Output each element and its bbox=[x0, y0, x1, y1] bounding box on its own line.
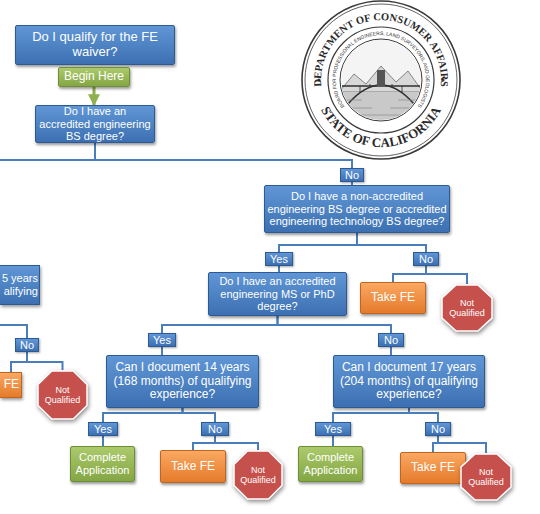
node-text: Not Qualified bbox=[235, 465, 281, 486]
seal-text: STATE OF CALIFORNIA bbox=[318, 103, 444, 150]
connector bbox=[438, 436, 486, 453]
stop-octagon: Not Qualified bbox=[233, 450, 283, 500]
node-text: Can I document 17 years (204 months) of … bbox=[336, 361, 482, 402]
seal-ring bbox=[302, 1, 460, 159]
action-box: Take FE bbox=[360, 282, 426, 314]
node-text: Do I have a non-accredited engineering B… bbox=[267, 190, 447, 228]
node-text: Not Qualified bbox=[462, 467, 510, 488]
decision-box: 5 years alifying bbox=[0, 265, 40, 305]
decision-box: Do I have an accredited engineering BS d… bbox=[35, 105, 155, 143]
answer-tag: Yes bbox=[265, 252, 293, 266]
answer-tag: No bbox=[340, 168, 364, 182]
answer-tag: No bbox=[425, 422, 451, 436]
node-text: Take FE bbox=[371, 291, 415, 305]
connector bbox=[183, 408, 216, 422]
node-text: No bbox=[419, 254, 433, 265]
connector bbox=[27, 352, 63, 370]
connector bbox=[193, 436, 215, 450]
node-text: Take FE bbox=[411, 461, 455, 475]
seal-ring bbox=[328, 27, 434, 133]
octagon-outline bbox=[38, 371, 87, 419]
seal-ring bbox=[305, 4, 457, 156]
node-text: Yes bbox=[324, 424, 342, 435]
stop-octagon: Not Qualified bbox=[441, 284, 493, 332]
node-text: No bbox=[20, 340, 34, 351]
connector bbox=[426, 266, 467, 284]
connector bbox=[333, 408, 409, 422]
decision-box: Do I qualify for the FE waiver? bbox=[15, 25, 175, 65]
decision-box: Do I have an accredited engineering MS o… bbox=[208, 272, 347, 316]
node-text: Take FE bbox=[171, 460, 215, 474]
connector bbox=[95, 143, 352, 168]
node-text: No bbox=[345, 170, 359, 181]
connector bbox=[11, 352, 27, 372]
node-text: No bbox=[384, 335, 398, 346]
node-text: Complete Application bbox=[301, 451, 360, 476]
node-text: Not Qualified bbox=[39, 385, 86, 406]
seal-text: BOARD FOR PROFESSIONAL ENGINEERS, LAND S… bbox=[331, 30, 431, 110]
seal-ring bbox=[340, 39, 422, 121]
node-text: 5 years alifying bbox=[0, 272, 38, 297]
decision-box: Do I have a non-accredited engineering B… bbox=[264, 185, 450, 233]
node-text: Begin Here bbox=[64, 70, 124, 84]
octagon-outline bbox=[234, 451, 282, 499]
connector bbox=[93, 87, 96, 105]
answer-tag: Yes bbox=[315, 422, 351, 436]
connector bbox=[162, 316, 278, 333]
water bbox=[339, 92, 423, 122]
node-text: Yes bbox=[270, 254, 288, 265]
node-text: No bbox=[208, 424, 222, 435]
connector bbox=[393, 266, 426, 282]
seal-text-path: STATE OF CALIFORNIA bbox=[318, 103, 444, 150]
node-text: Do I have an accredited engineering BS d… bbox=[38, 105, 152, 143]
stop-octagon: Not Qualified bbox=[460, 453, 512, 501]
answer-tag: Yes bbox=[88, 422, 118, 436]
connector bbox=[103, 408, 183, 422]
answer-tag: No bbox=[201, 422, 229, 436]
connector bbox=[409, 408, 438, 422]
connector bbox=[215, 436, 258, 450]
node-text: Yes bbox=[153, 335, 171, 346]
action-box: Take FE bbox=[400, 452, 466, 484]
node-text: Can I document 14 years (168 months) of … bbox=[109, 361, 256, 402]
answer-tag: No bbox=[15, 338, 39, 352]
stop-octagon: Not Qualified bbox=[37, 370, 88, 420]
dam-tower bbox=[377, 70, 385, 86]
answer-tag: Yes bbox=[148, 333, 176, 347]
action-box: Begin Here bbox=[58, 67, 130, 87]
answer-tag: No bbox=[378, 333, 404, 347]
decision-box: Can I document 17 years (204 months) of … bbox=[333, 355, 485, 408]
answer-tag: No bbox=[413, 252, 439, 266]
octagon-outline bbox=[442, 285, 492, 331]
decision-box: Can I document 14 years (168 months) of … bbox=[106, 355, 259, 408]
bridge-arch bbox=[348, 85, 414, 104]
node-text: Yes bbox=[94, 424, 112, 435]
seal-picture bbox=[339, 40, 423, 122]
action-box: Take FE bbox=[160, 450, 226, 483]
node-text: No bbox=[431, 424, 445, 435]
connector bbox=[161, 347, 163, 355]
connector-line bbox=[0, 159, 95, 161]
node-text: Do I qualify for the FE waiver? bbox=[18, 30, 172, 60]
state-seal bbox=[302, 1, 460, 159]
action-box: Complete Application bbox=[70, 446, 135, 482]
water-lines bbox=[346, 100, 416, 115]
node-text: FE bbox=[4, 378, 19, 392]
connectors bbox=[11, 87, 486, 453]
connector bbox=[332, 436, 334, 446]
connector bbox=[278, 316, 392, 333]
action-box: FE bbox=[0, 372, 22, 398]
connector bbox=[357, 233, 426, 252]
connector bbox=[102, 436, 104, 446]
connector-line bbox=[0, 325, 27, 338]
action-box: Complete Application bbox=[298, 446, 363, 482]
mountains bbox=[339, 66, 423, 92]
octagon-outline bbox=[461, 454, 511, 500]
node-text: Complete Application bbox=[73, 451, 132, 476]
node-text: Do I have an accredited engineering MS o… bbox=[211, 275, 344, 313]
connector bbox=[390, 347, 392, 355]
node-text: Not Qualified bbox=[443, 298, 491, 319]
connector bbox=[279, 233, 357, 252]
seal-text-path: BOARD FOR PROFESSIONAL ENGINEERS, LAND S… bbox=[331, 30, 431, 110]
